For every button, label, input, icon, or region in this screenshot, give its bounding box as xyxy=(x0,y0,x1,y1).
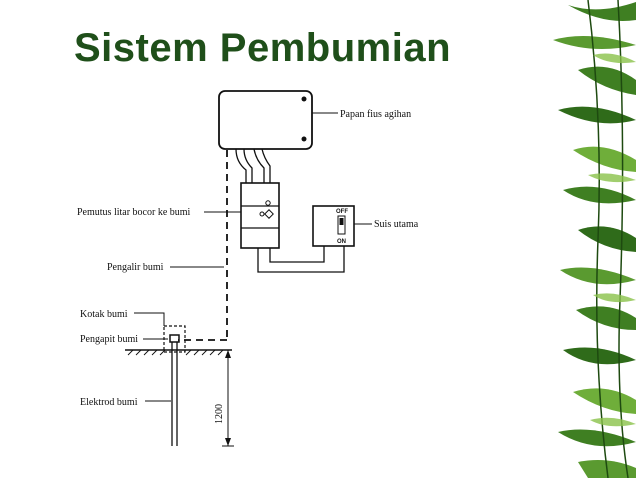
leader-kotak xyxy=(134,312,165,326)
supply-cables xyxy=(235,148,271,183)
label-elektrod-bumi: Elektrod bumi xyxy=(80,397,138,408)
bamboo-decoration xyxy=(548,0,638,478)
ground-surface xyxy=(125,349,232,356)
depth-value: 1200 xyxy=(214,404,225,424)
label-pengalir-bumi: Pengalir bumi xyxy=(107,262,164,273)
distribution-board xyxy=(218,90,313,150)
label-kotak-bumi: Kotak bumi xyxy=(80,309,128,320)
switch-off-text: OFF xyxy=(336,209,348,215)
label-pengapit-bumi: Pengapit bumi xyxy=(80,334,138,345)
earth-clamp xyxy=(169,334,180,343)
earth-conductor xyxy=(178,150,228,341)
label-papan-fius: Papan fius agihan xyxy=(340,109,411,120)
earth-electrode xyxy=(171,342,178,446)
switch-on-text: ON xyxy=(337,239,346,245)
depth-dimension xyxy=(222,350,234,447)
label-pemutus: Pemutus litar bocor ke bumi xyxy=(77,207,191,218)
slide-title: Sistem Pembumian xyxy=(74,26,452,70)
label-suis-utama: Suis utama xyxy=(374,219,419,230)
main-switch: OFF ON xyxy=(312,205,355,247)
rccb-device xyxy=(240,182,280,249)
switch-wiring xyxy=(257,246,345,273)
